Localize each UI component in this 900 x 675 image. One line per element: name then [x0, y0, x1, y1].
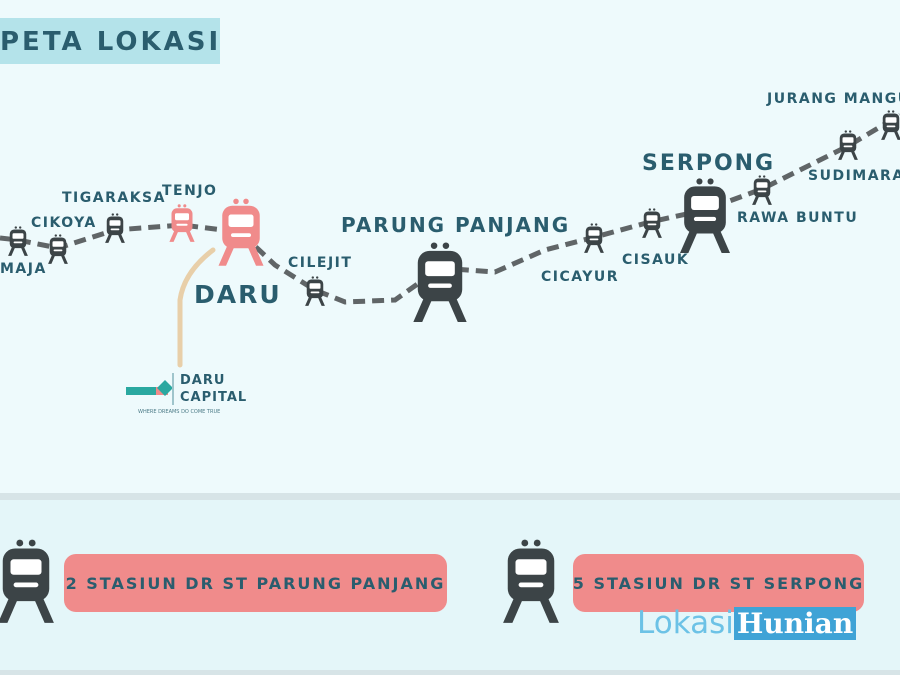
train-icon-jurang-mangu: [881, 110, 900, 140]
info-pill-parung-panjang: 2 STASIUN DR ST PARUNG PANJANG: [64, 554, 447, 612]
station-label-cisauk: CISAUK: [622, 252, 690, 268]
station-label-maja: MAJA: [0, 261, 47, 277]
train-icon-cikoya: [48, 234, 68, 264]
watermark-logo: Lokasi Hunian: [637, 605, 857, 641]
logo-line-capital: CAPITAL: [180, 390, 248, 405]
train-icon-info-1: [0, 539, 54, 623]
daru-connector-line: [177, 247, 216, 368]
train-icon-daru: [218, 198, 264, 266]
bottom-border: [0, 670, 900, 675]
train-icon-info-2: [503, 539, 559, 623]
map-area: PETA LOKASI MAJA CIKOYA TIGARAKSA TENJO …: [0, 18, 900, 415]
logo-tagline: WHERE DREAMS DO COME TRUE: [138, 409, 221, 415]
route-map: [0, 110, 900, 405]
station-label-daru: DARU: [194, 280, 282, 309]
train-icon-cilejit: [305, 276, 325, 306]
info-panel: 2 STASIUN DR ST PARUNG PANJANG 5 STASIUN…: [0, 500, 900, 670]
station-label-jurang-mangu: JURANG MANGU: [767, 91, 900, 107]
station-label-sudimara: SUDIMARA: [808, 168, 900, 184]
page-title: PETA LOKASI: [0, 27, 222, 57]
train-icon-parung-panjang: [413, 242, 467, 322]
station-label-cicayur: CICAYUR: [541, 269, 620, 285]
station-label-tenjo: TENJO: [162, 183, 218, 199]
train-icon-maja: [8, 226, 28, 256]
section-divider: [0, 493, 900, 500]
logo-line-daru: DARU: [180, 373, 226, 388]
train-icon-rawa-buntu: [752, 175, 772, 205]
page-title-tab: PETA LOKASI: [0, 18, 220, 64]
train-icon-cicayur: [584, 223, 604, 253]
train-icon-serpong: [680, 178, 730, 253]
station-label-parung-panjang: PARUNG PANJANG: [341, 213, 571, 237]
watermark-part-lokasi: Lokasi: [637, 605, 734, 641]
station-label-tigaraksa: TIGARAKSA: [62, 190, 166, 206]
train-icon-tigaraksa: [105, 213, 125, 243]
train-icon-tenjo: [169, 204, 195, 242]
train-icon-cisauk: [642, 208, 662, 238]
watermark-part-hunian: Hunian: [733, 606, 857, 640]
train-icon-sudimara: [838, 130, 858, 160]
station-label-serpong: SERPONG: [642, 151, 776, 176]
info-pill-serpong: 5 STASIUN DR ST SERPONG: [573, 554, 864, 612]
station-label-cilejit: CILEJIT: [288, 255, 353, 271]
station-label-rawa-buntu: RAWA BUNTU: [737, 210, 859, 226]
station-label-cikoya: CIKOYA: [31, 215, 97, 231]
daru-capital-logo-mark: [126, 373, 174, 405]
